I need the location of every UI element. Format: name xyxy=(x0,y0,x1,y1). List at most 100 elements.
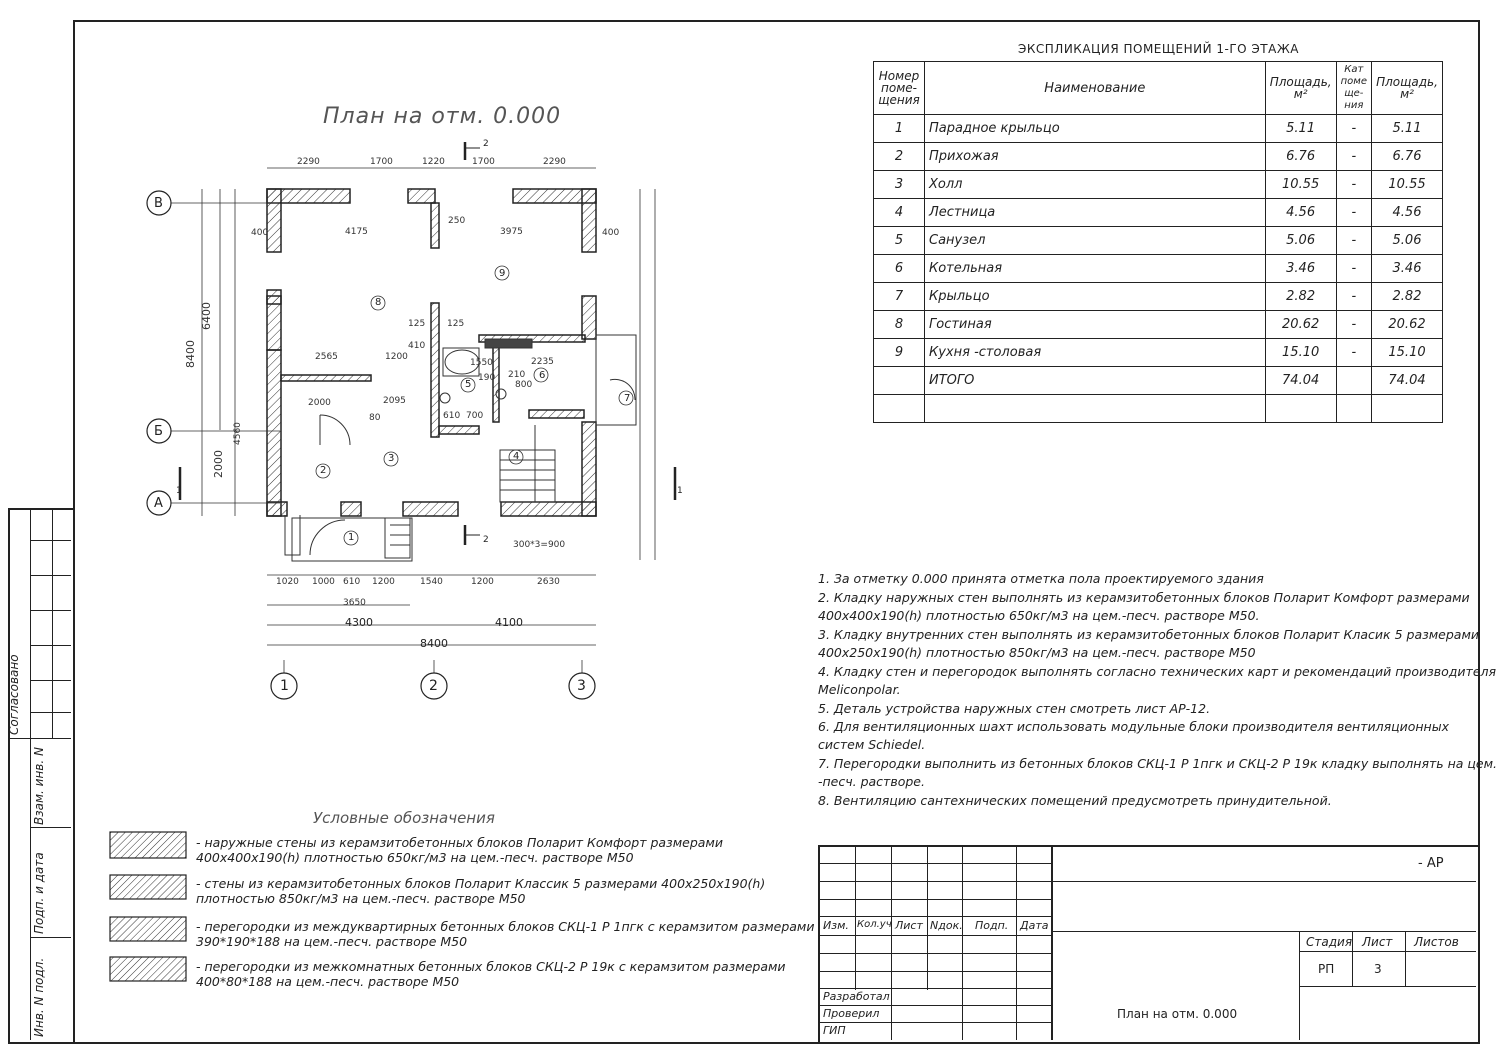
stamp-col-kol: Кол.уч xyxy=(857,919,892,930)
cell-area: 20.62 xyxy=(1264,310,1337,339)
cell-area: 6.76 xyxy=(1264,142,1337,171)
floor-plan-drawing xyxy=(146,142,677,700)
title-block xyxy=(818,845,1478,1042)
note-line: 1. За отметку 0.000 принята отметка пола… xyxy=(818,571,1264,586)
stamp-role-check: Проверил xyxy=(823,1007,880,1020)
table-header-row: Номер поме- щения Наименование Площадь, … xyxy=(873,61,1443,115)
cell-cat: - xyxy=(1335,170,1373,199)
cell-cat: - xyxy=(1335,254,1373,283)
dim-left-8400: 8400 xyxy=(184,340,197,368)
dim-610: 610 xyxy=(443,411,461,421)
legend-title: Условные обозначения xyxy=(313,809,495,827)
dim-bot-2: 1000 xyxy=(312,577,335,587)
stamp-col-izm: Изм. xyxy=(823,919,849,932)
dim-80: 80 xyxy=(369,413,381,423)
cell-cat: - xyxy=(1335,142,1373,171)
room-8: 8 xyxy=(375,297,382,308)
stamp-role-dev: Разработал xyxy=(823,990,890,1003)
side-stamp xyxy=(8,508,73,1044)
cell-num: 2 xyxy=(873,142,925,171)
legend-item-3: - перегородки из междуквартирных бетонны… xyxy=(196,919,814,949)
dim-250: 250 xyxy=(448,216,466,226)
cell-name: Парадное крыльцо xyxy=(924,114,1266,143)
plan-title: План на отм. 0.000 xyxy=(323,104,562,129)
dim-left-6400: 6400 xyxy=(200,302,213,330)
header-num: Номер поме- щения xyxy=(873,61,925,115)
dim-1200: 1200 xyxy=(385,352,408,362)
cell-name: Котельная xyxy=(924,254,1266,283)
cell-cat xyxy=(1335,366,1373,395)
stamp-col-list: Лист xyxy=(895,919,923,932)
note-line: 2. Кладку наружных стен выполнять из кер… xyxy=(818,590,1470,605)
dim-bot-4300: 4300 xyxy=(345,616,373,629)
dim-bot-3650: 3650 xyxy=(343,598,366,608)
legend-item-2: - стены из керамзитобетонных блоков Пола… xyxy=(196,876,765,906)
cell-cat: - xyxy=(1335,226,1373,255)
legend-text: - перегородки из межкомнатных бетонных б… xyxy=(196,959,786,974)
dim-bot-5: 1540 xyxy=(420,577,443,587)
table-row-empty xyxy=(873,394,1443,423)
cell-area2: 20.62 xyxy=(1371,310,1443,339)
cell-area: 15.10 xyxy=(1264,338,1337,367)
room-7: 7 xyxy=(624,393,631,404)
cell-area2: 4.56 xyxy=(1371,198,1443,227)
legend-text: 400x400x190(h) плотностью 650кг/м3 на це… xyxy=(196,850,634,865)
cell-name: Санузел xyxy=(924,226,1266,255)
legend-swatches xyxy=(109,831,187,982)
legend-text: 390*190*188 на цем.-песч. растворе М50 xyxy=(196,934,468,949)
dim-top-3: 1220 xyxy=(422,157,445,167)
cell-name: Прихожая xyxy=(924,142,1266,171)
dim-top-4: 1700 xyxy=(472,157,495,167)
room-6: 6 xyxy=(539,370,546,381)
header-area2: Площадь, м² xyxy=(1371,61,1443,115)
note-line: 400x400x190(h) плотностью 650кг/м3 на це… xyxy=(818,608,1260,623)
note-line: 8. Вентиляцию сантехнических помещений п… xyxy=(818,793,1332,808)
stamp-col-ndok: Nдок. xyxy=(930,919,963,932)
dim-190: 190 xyxy=(478,373,496,383)
vz-inv-label: Взам. инв. N xyxy=(32,747,46,825)
dim-300x3: 300*3=900 xyxy=(513,540,566,550)
legend-text: - наружные стены из керамзитобетонных бл… xyxy=(196,835,723,850)
cell-num: 1 xyxy=(873,114,925,143)
cell-name: Кухня -столовая xyxy=(924,338,1266,367)
note-line: Meliconpolar. xyxy=(818,682,901,697)
cell-area xyxy=(1264,394,1337,423)
dim-left-2000: 2000 xyxy=(212,450,225,478)
dim-left-4560: 4560 xyxy=(233,422,243,445)
cell-num: 8 xyxy=(873,310,925,339)
cell-area2: 2.82 xyxy=(1371,282,1443,311)
cell-area: 5.06 xyxy=(1264,226,1337,255)
cell-area2: 10.55 xyxy=(1371,170,1443,199)
cell-area2: 15.10 xyxy=(1371,338,1443,367)
cell-area2: 3.46 xyxy=(1371,254,1443,283)
legend-item-4: - перегородки из межкомнатных бетонных б… xyxy=(196,959,786,989)
stamp-sheet-label: Лист xyxy=(1362,935,1393,949)
cell-area: 10.55 xyxy=(1264,170,1337,199)
dim-210: 210 xyxy=(508,370,526,380)
cell-num: 7 xyxy=(873,282,925,311)
dim-bot-7: 2630 xyxy=(537,577,560,587)
cell-area: 2.82 xyxy=(1264,282,1337,311)
cell-cat: - xyxy=(1335,338,1373,367)
cell-cat: - xyxy=(1335,198,1373,227)
dim-2095: 2095 xyxy=(383,396,406,406)
dim-400-l: 400 xyxy=(251,228,269,238)
room-9: 9 xyxy=(499,268,506,279)
dim-125-l: 125 xyxy=(408,319,426,329)
room-5: 5 xyxy=(465,379,472,390)
dim-4175: 4175 xyxy=(345,227,368,237)
stamp-title: План на отм. 0.000 xyxy=(1117,1007,1238,1021)
dim-2235: 2235 xyxy=(531,357,554,367)
dim-bot-8400: 8400 xyxy=(420,637,448,650)
header-name: Наименование xyxy=(924,61,1266,115)
cell-num: 6 xyxy=(873,254,925,283)
dim-410: 410 xyxy=(408,341,426,351)
section-mark-right: 1 xyxy=(677,486,683,496)
stamp-col-data: Дата xyxy=(1020,919,1049,932)
axis-label-1: 1 xyxy=(280,678,289,694)
